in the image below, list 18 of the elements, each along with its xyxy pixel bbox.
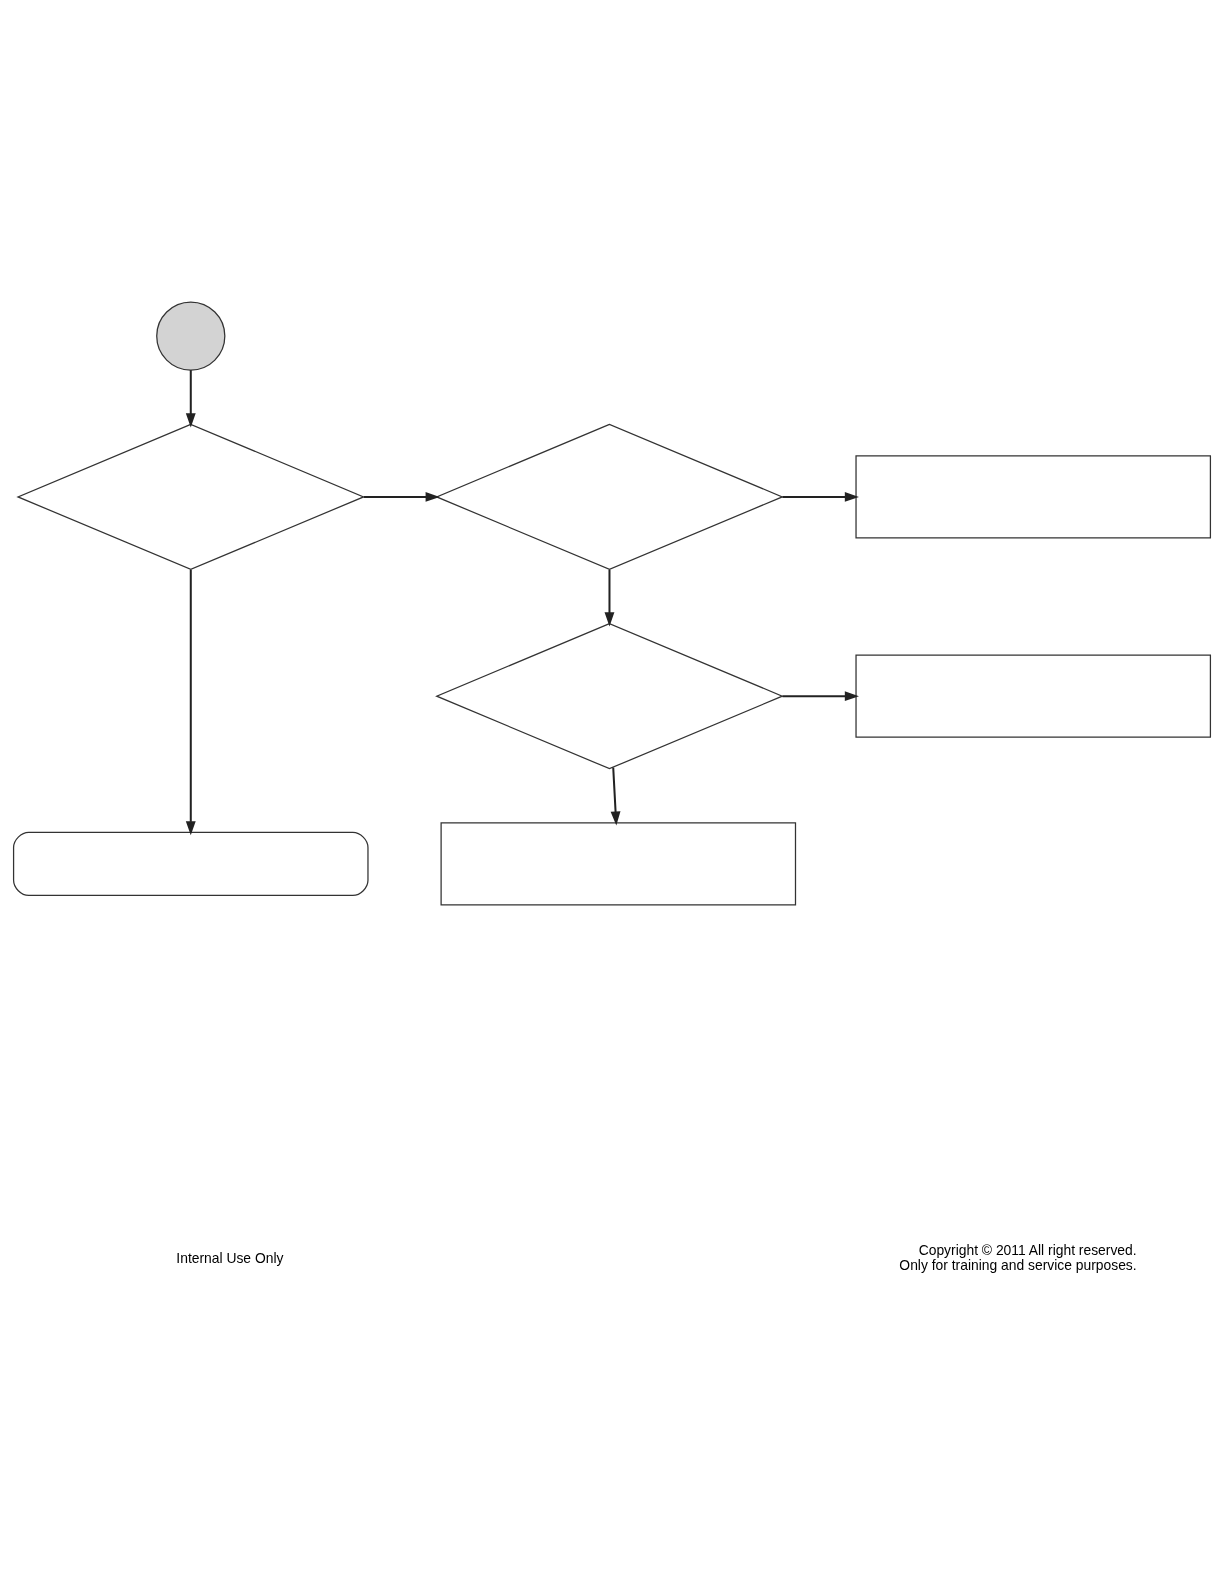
- arrow: [185, 569, 196, 836]
- arrow: [610, 767, 621, 826]
- label: Only for training and service purposes.: [899, 1257, 1137, 1274]
- node-box: [12, 831, 369, 897]
- arrow: [363, 491, 440, 502]
- node-circle: [156, 301, 226, 371]
- node-diamond: [435, 622, 784, 770]
- label: Copyright © 2011 All right reserved.: [918, 1242, 1137, 1259]
- node-box: [440, 822, 797, 906]
- arrow: [185, 370, 196, 428]
- node-diamond: [16, 423, 366, 571]
- node-box: [855, 455, 1212, 539]
- arrow: [782, 491, 859, 502]
- label: Internal Use Only: [176, 1249, 284, 1266]
- arrow: [782, 691, 859, 702]
- node-box: [855, 654, 1212, 738]
- node-diamond: [435, 423, 784, 571]
- arrow: [604, 569, 615, 627]
